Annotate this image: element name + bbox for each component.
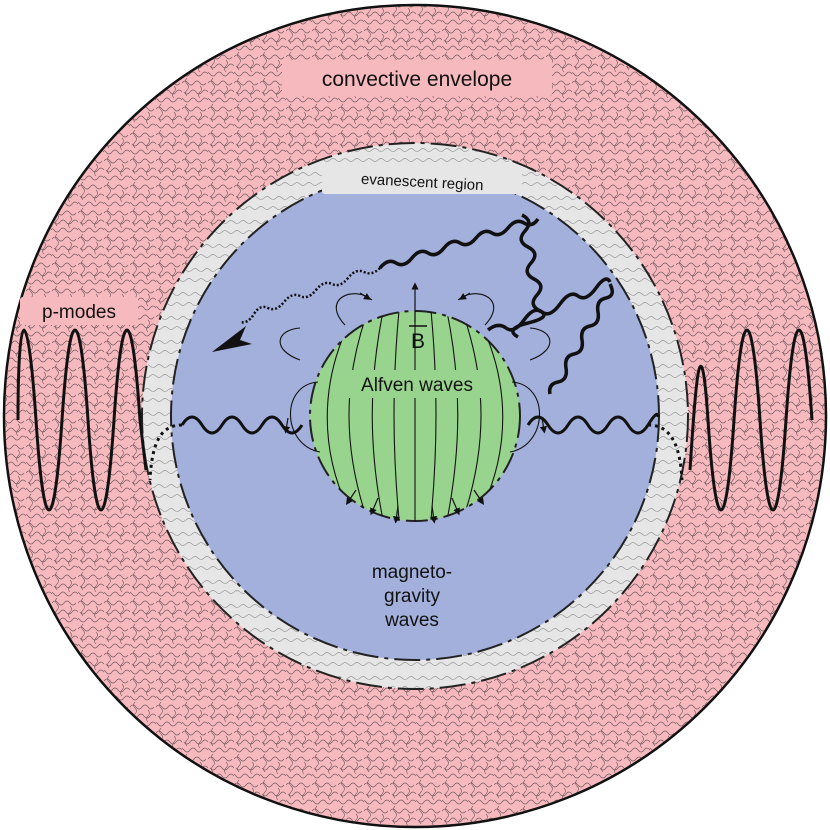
alfven-waves-label: Alfven waves: [361, 375, 473, 396]
p-modes-label-bg: [20, 297, 138, 325]
gravity-wave-ray-lower: [486, 277, 612, 332]
evanescent-tunnel-right: [647, 423, 684, 481]
gravity-wave-ray-damped: [239, 267, 381, 324]
magnetic-field-label: B: [411, 330, 425, 353]
p-mode-wave-left: [16, 328, 148, 512]
magneto-gravity-label-line2: gravity: [384, 586, 440, 607]
magneto-gravity-label-line3: waves: [384, 610, 439, 631]
magneto-gravity-wave-right: [526, 412, 660, 435]
convective-envelope-label: convective envelope: [322, 68, 512, 91]
gravity-wave-ray-upper: [378, 217, 540, 270]
evanescent-region-label-bg: [322, 168, 522, 194]
gravity-wave-ray-return: [547, 283, 614, 395]
damped-ray-arrowhead: [212, 326, 252, 352]
external-field-loops: [279, 293, 551, 453]
p-mode-wave-right: [688, 328, 814, 512]
evanescent-region-label: evanescent region: [361, 171, 484, 194]
magneto-gravity-label-line1: magneto-: [372, 562, 452, 583]
gravity-wave-ray-reflected: [511, 213, 546, 339]
magneto-gravity-wave-left: [180, 415, 304, 435]
alfven-label-bg: [337, 370, 497, 398]
convective-envelope-label-bg: [282, 60, 552, 96]
field-line-arrows: [346, 282, 484, 524]
p-modes-label: p-modes: [42, 302, 116, 323]
